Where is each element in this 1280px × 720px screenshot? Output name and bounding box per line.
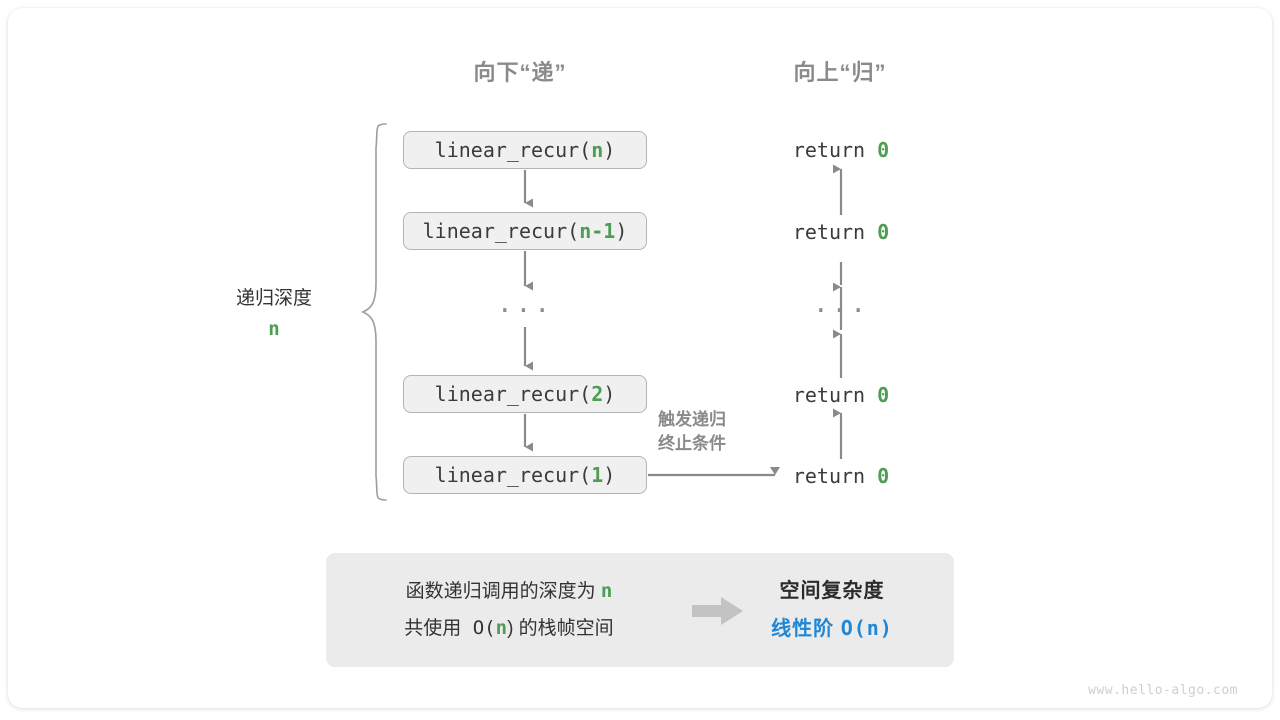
column-heading-descend: 向下“递” — [473, 60, 567, 85]
watermark: www.hello-algo.com — [1088, 683, 1238, 698]
summary-panel: 函数递归调用的深度为 n 共使用 O(n) 的栈帧空间 空间复杂度 线性阶 O(… — [326, 553, 954, 667]
column-heading-ascend: 向上“归” — [793, 60, 887, 85]
summary-depth-prefix: 函数递归调用的深度为 — [405, 581, 601, 602]
implies-arrow-icon — [692, 597, 743, 625]
call-box-1-arg: 1 — [591, 463, 604, 487]
return-keyword-2: return — [792, 383, 866, 407]
summary-complexity-title: 空间复杂度 — [779, 580, 885, 602]
call-box-2-close: ) — [603, 382, 616, 406]
call-box-n-minus-1-close: ) — [615, 219, 628, 243]
return-value-n: 0 — [877, 138, 890, 162]
summary-left-text: 函数递归调用的深度为 n 共使用 O(n) 的栈帧空间 — [344, 573, 674, 647]
call-box-2-arg: 2 — [591, 382, 604, 406]
summary-complexity-value: 线性阶 O(n) — [722, 610, 942, 648]
call-box-1[interactable]: linear_recur(1) — [403, 456, 647, 494]
call-box-n[interactable]: linear_recur(n) — [403, 131, 647, 169]
return-label-n: return 0 — [793, 138, 889, 162]
summary-space-prefix: 共使用 O( — [404, 617, 496, 639]
call-box-1-close: ) — [603, 463, 616, 487]
terminate-note-line1: 触发递归 — [658, 410, 726, 429]
call-box-n-name: linear_recur( — [434, 138, 592, 162]
call-box-n-arg: n — [591, 138, 604, 162]
return-keyword-1: return — [792, 464, 866, 488]
call-box-n-minus-1[interactable]: linear_recur(n-1) — [403, 212, 647, 250]
summary-complexity-expr: O(n) — [840, 616, 893, 640]
return-label-1: return 0 — [793, 464, 889, 488]
return-keyword-n: return — [792, 138, 866, 162]
return-label-n-minus-1: return 0 — [793, 220, 889, 244]
summary-space-suffix: ) 的栈帧空间 — [507, 618, 614, 639]
summary-line-depth: 函数递归调用的深度为 n — [344, 573, 674, 610]
terminate-condition-note: 触发递归 终止条件 — [658, 408, 726, 456]
return-ellipsis: ··· — [813, 296, 869, 326]
call-box-2[interactable]: linear_recur(2) — [403, 375, 647, 413]
call-box-1-name: linear_recur( — [434, 463, 592, 487]
summary-space-n: n — [495, 617, 508, 639]
summary-right-text: 空间复杂度 线性阶 O(n) — [722, 573, 942, 648]
recursion-depth-value: n — [268, 318, 280, 340]
call-stack-ellipsis: ··· — [497, 296, 553, 326]
call-box-2-name: linear_recur( — [434, 382, 592, 406]
recursion-depth-label: 递归深度 n — [236, 284, 312, 344]
terminate-note-line2: 终止条件 — [658, 434, 726, 453]
return-value-1: 0 — [877, 464, 890, 488]
summary-line-space: 共使用 O(n) 的栈帧空间 — [344, 610, 674, 647]
return-value-2: 0 — [877, 383, 890, 407]
return-keyword-n-minus-1: return — [792, 220, 866, 244]
recursion-depth-text: 递归深度 — [235, 288, 313, 309]
call-box-n-minus-1-arg: n-1 — [579, 219, 616, 243]
call-box-n-minus-1-name: linear_recur( — [422, 219, 580, 243]
summary-depth-n: n — [600, 580, 613, 602]
return-label-2: return 0 — [793, 383, 889, 407]
summary-complexity-order: 线性阶 — [771, 618, 841, 640]
depth-brace-icon — [361, 123, 387, 501]
call-box-n-close: ) — [603, 138, 616, 162]
return-value-n-minus-1: 0 — [877, 220, 890, 244]
